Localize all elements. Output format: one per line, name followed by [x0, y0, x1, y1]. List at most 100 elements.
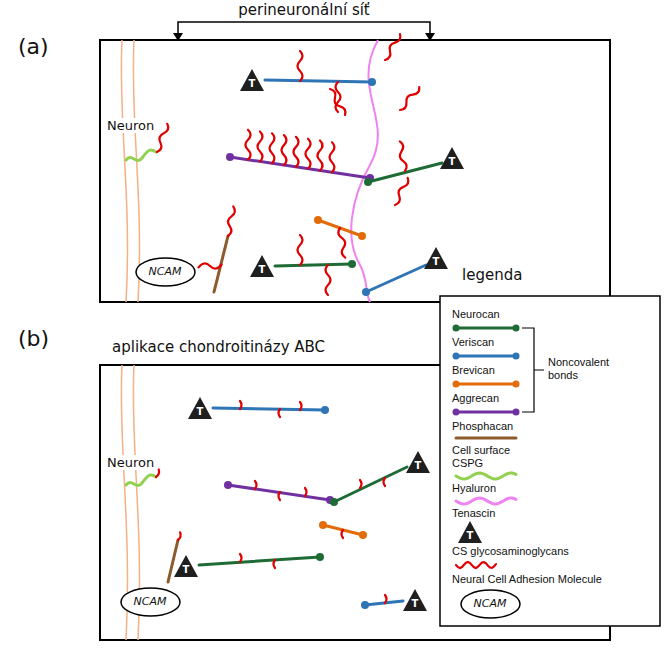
proteoglycan [224, 481, 232, 489]
legend-swatch [456, 411, 516, 414]
tenascin-shape [174, 555, 198, 577]
tenascin-shape [403, 589, 427, 611]
legend-swatch [456, 437, 516, 440]
legend-text: Aggrecan [452, 392, 499, 405]
legend-text: Phosphacan [452, 420, 513, 433]
glycosaminoglycan [384, 478, 386, 486]
legend-swatch [513, 325, 520, 332]
ncam-ellipse: NCAM [135, 257, 196, 287]
legend-swatch [456, 383, 516, 386]
glycosaminoglycan [279, 492, 281, 500]
ncam-label: NCAM [120, 587, 181, 617]
legend-text: Neural Cell Adhesion Molecule [452, 573, 602, 586]
panel: NeuronTTTTNCAM [100, 365, 610, 640]
tenascin-shape [424, 247, 448, 269]
glycosaminoglycan [397, 141, 407, 171]
glycosaminoglycan [298, 235, 303, 265]
proteoglycan [366, 265, 426, 292]
panel: NeuronTTTTNCAM [100, 40, 610, 302]
proteoglycan [230, 157, 370, 178]
ncam-shape [121, 588, 180, 616]
glycosaminoglycan [279, 409, 281, 417]
ncam-shape [136, 258, 195, 286]
tenascin-triangle: T [402, 588, 428, 612]
panel-frame [100, 40, 610, 640]
legend-box [522, 328, 544, 412]
proteoglycan [364, 178, 372, 186]
glycosaminoglycan [305, 488, 307, 496]
tenascin-triangle: T [439, 146, 465, 170]
glycosaminoglycan [330, 142, 335, 172]
tenascin-triangle: T [187, 396, 213, 420]
legend-swatch [453, 381, 460, 388]
proteoglycan [362, 288, 370, 296]
glycosaminoglycan [226, 206, 236, 236]
tenascin-letter: T [433, 257, 440, 270]
proteoglycan [199, 557, 320, 565]
glycosaminoglycan [342, 530, 344, 538]
ncam-ellipse: NCAM [120, 587, 181, 617]
tenascin-triangle: T [173, 554, 199, 578]
legend-swatch [453, 409, 460, 416]
glycosaminoglycan [258, 132, 263, 162]
legend-swatch [513, 409, 520, 416]
tenascin-shape [440, 147, 464, 169]
proteoglycan [321, 406, 329, 414]
legend-text: Brevican [452, 364, 495, 377]
legend-text: Hyaluron [452, 482, 496, 495]
legend-text: Tenascin [452, 507, 495, 520]
ncam-label: NCAM [460, 589, 521, 619]
legend-swatch [453, 325, 520, 332]
tenascin-shape [250, 255, 274, 277]
neuron-membrane [133, 40, 139, 302]
proteoglycan [213, 408, 325, 410]
legend-text: Neurocan [452, 308, 500, 321]
legend-swatch [456, 498, 516, 504]
ncam-ellipse: NCAM [460, 589, 521, 619]
proteoglycan [359, 531, 367, 539]
glycosaminoglycan [300, 402, 302, 410]
glycosaminoglycan [385, 595, 387, 603]
tenascin-letter: T [467, 531, 474, 544]
proteoglycan [334, 467, 407, 502]
glycosaminoglycan [393, 177, 410, 206]
proteoglycan [275, 264, 352, 266]
glycosaminoglycan [255, 481, 257, 489]
neuron-membrane [121, 40, 127, 302]
legend-box [440, 296, 660, 626]
glycosaminoglycan [198, 263, 222, 268]
panel-letter: (b) [18, 326, 49, 352]
legend-box [440, 296, 660, 626]
proteoglycan [126, 150, 156, 161]
panel-letter: (a) [18, 34, 49, 60]
legend-swatch [513, 353, 520, 360]
proteoglycan [228, 485, 330, 500]
legend-swatch [456, 498, 516, 504]
legend-text: CS glycosaminoglycans [452, 545, 569, 558]
tenascin-triangle: T [457, 520, 483, 544]
glycosaminoglycan [338, 228, 348, 258]
legend-swatch [456, 473, 516, 479]
legend-swatch [453, 409, 520, 416]
glycosaminoglycan [240, 554, 242, 562]
legend-swatch [456, 438, 516, 439]
legend-text: Veriscan [452, 336, 494, 349]
panel-label: Neuron [106, 118, 155, 133]
glycosaminoglycan [155, 123, 170, 153]
tenascin-shape [458, 521, 482, 543]
legend-swatch [453, 353, 460, 360]
tenascin-triangle: T [405, 450, 431, 474]
proteoglycan [314, 216, 322, 224]
glycosaminoglycan [178, 532, 182, 540]
panel-frame [100, 40, 610, 302]
proteoglycan [265, 80, 372, 82]
proteoglycan [368, 78, 376, 86]
tenascin-letter: T [259, 265, 266, 278]
glycosaminoglycan [326, 265, 331, 295]
legend-swatch [453, 325, 460, 332]
tenascin-triangle: T [239, 68, 265, 92]
tenascin-letter: T [197, 407, 204, 420]
legend-swatch [456, 473, 516, 479]
panel-caption: aplikace chondroitinázy ABC [112, 338, 325, 356]
